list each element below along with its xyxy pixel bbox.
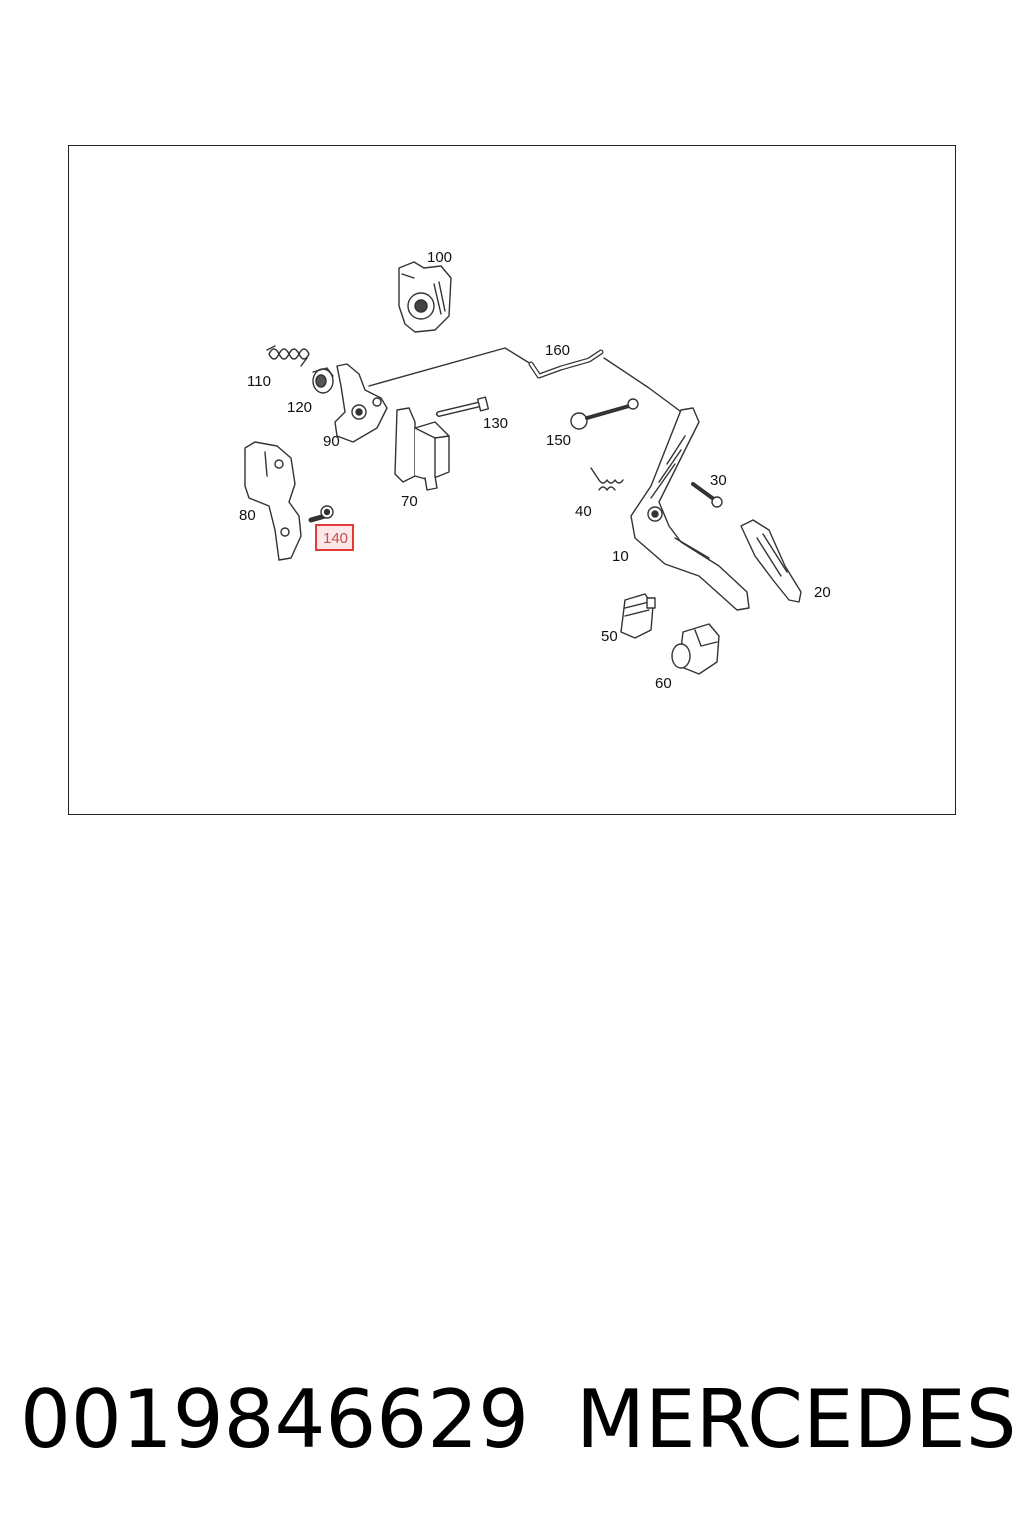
footer-caption: 0019846629 MERCEDES — [20, 1370, 1017, 1470]
part-160-rod — [528, 349, 604, 379]
callout-140-highlighted: 140 — [315, 524, 355, 551]
part-90-lever — [334, 363, 388, 443]
brand-name: MERCEDES — [576, 1373, 1017, 1466]
callout-40: 40 — [575, 503, 592, 520]
leader-line — [368, 347, 532, 387]
part-110-spring — [266, 345, 310, 367]
callout-100: 100 — [427, 249, 453, 266]
callout-50: 50 — [601, 628, 618, 645]
callout-20: 20 — [814, 584, 831, 601]
callout-90: 90 — [323, 433, 340, 450]
callout-130: 130 — [483, 415, 509, 432]
callout-110: 110 — [247, 373, 271, 390]
leader-line — [603, 357, 685, 415]
part-20-pedal-pad — [740, 519, 802, 603]
exploded-parts-diagram — [244, 261, 802, 675]
callout-10: 10 — [612, 548, 629, 565]
callout-120: 120 — [287, 399, 313, 416]
part-30-adjuster — [691, 482, 723, 508]
part-number: 0019846629 — [20, 1373, 529, 1466]
part-60-housing — [671, 623, 720, 675]
callout-160: 160 — [545, 342, 571, 359]
part-140-screw — [308, 505, 334, 523]
part-10-pedal-arm — [630, 407, 750, 611]
callout-150: 150 — [546, 432, 572, 449]
part-130-bolt — [436, 396, 490, 417]
part-100-bracket — [398, 261, 452, 333]
part-80-plate — [244, 441, 302, 561]
callout-80: 80 — [239, 507, 256, 524]
callout-70: 70 — [401, 493, 418, 510]
part-50-switch — [620, 593, 656, 639]
diagram-frame: 100 110 120 90 130 70 80 140 160 150 40 … — [68, 145, 956, 815]
callout-60: 60 — [655, 675, 672, 692]
callout-30: 30 — [710, 472, 727, 489]
part-150-pushrod — [570, 398, 639, 430]
part-40-spring — [590, 467, 624, 491]
part-120-bushing — [312, 367, 334, 394]
part-70-sensor — [394, 407, 450, 491]
